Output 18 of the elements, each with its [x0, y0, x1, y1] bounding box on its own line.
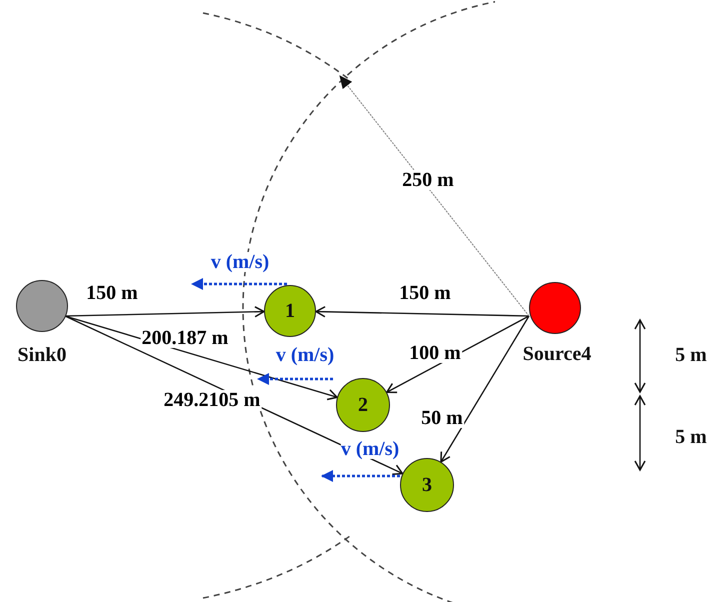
node-number: 2	[358, 395, 368, 415]
arrow	[64, 315, 338, 400]
edge-label: 200.187 m	[140, 328, 230, 348]
velocity-label: v (m/s)	[210, 252, 270, 272]
arrow	[315, 306, 530, 318]
edge-label: 50 m	[420, 408, 464, 428]
sink-label: Sink0	[18, 345, 66, 365]
arrow	[440, 316, 530, 463]
arrow	[64, 306, 265, 318]
edge-label: 100 m	[408, 343, 462, 363]
edge-label: 249.2105 m	[162, 390, 262, 410]
node-number: 3	[422, 475, 432, 495]
source-label: Source4	[522, 344, 592, 364]
edge-label: 250 m	[401, 170, 455, 190]
velocity-label: v (m/s)	[276, 345, 334, 365]
node-number: 1	[285, 301, 295, 321]
arrow	[339, 75, 530, 316]
velocity-label: v (m/s)	[340, 439, 400, 459]
